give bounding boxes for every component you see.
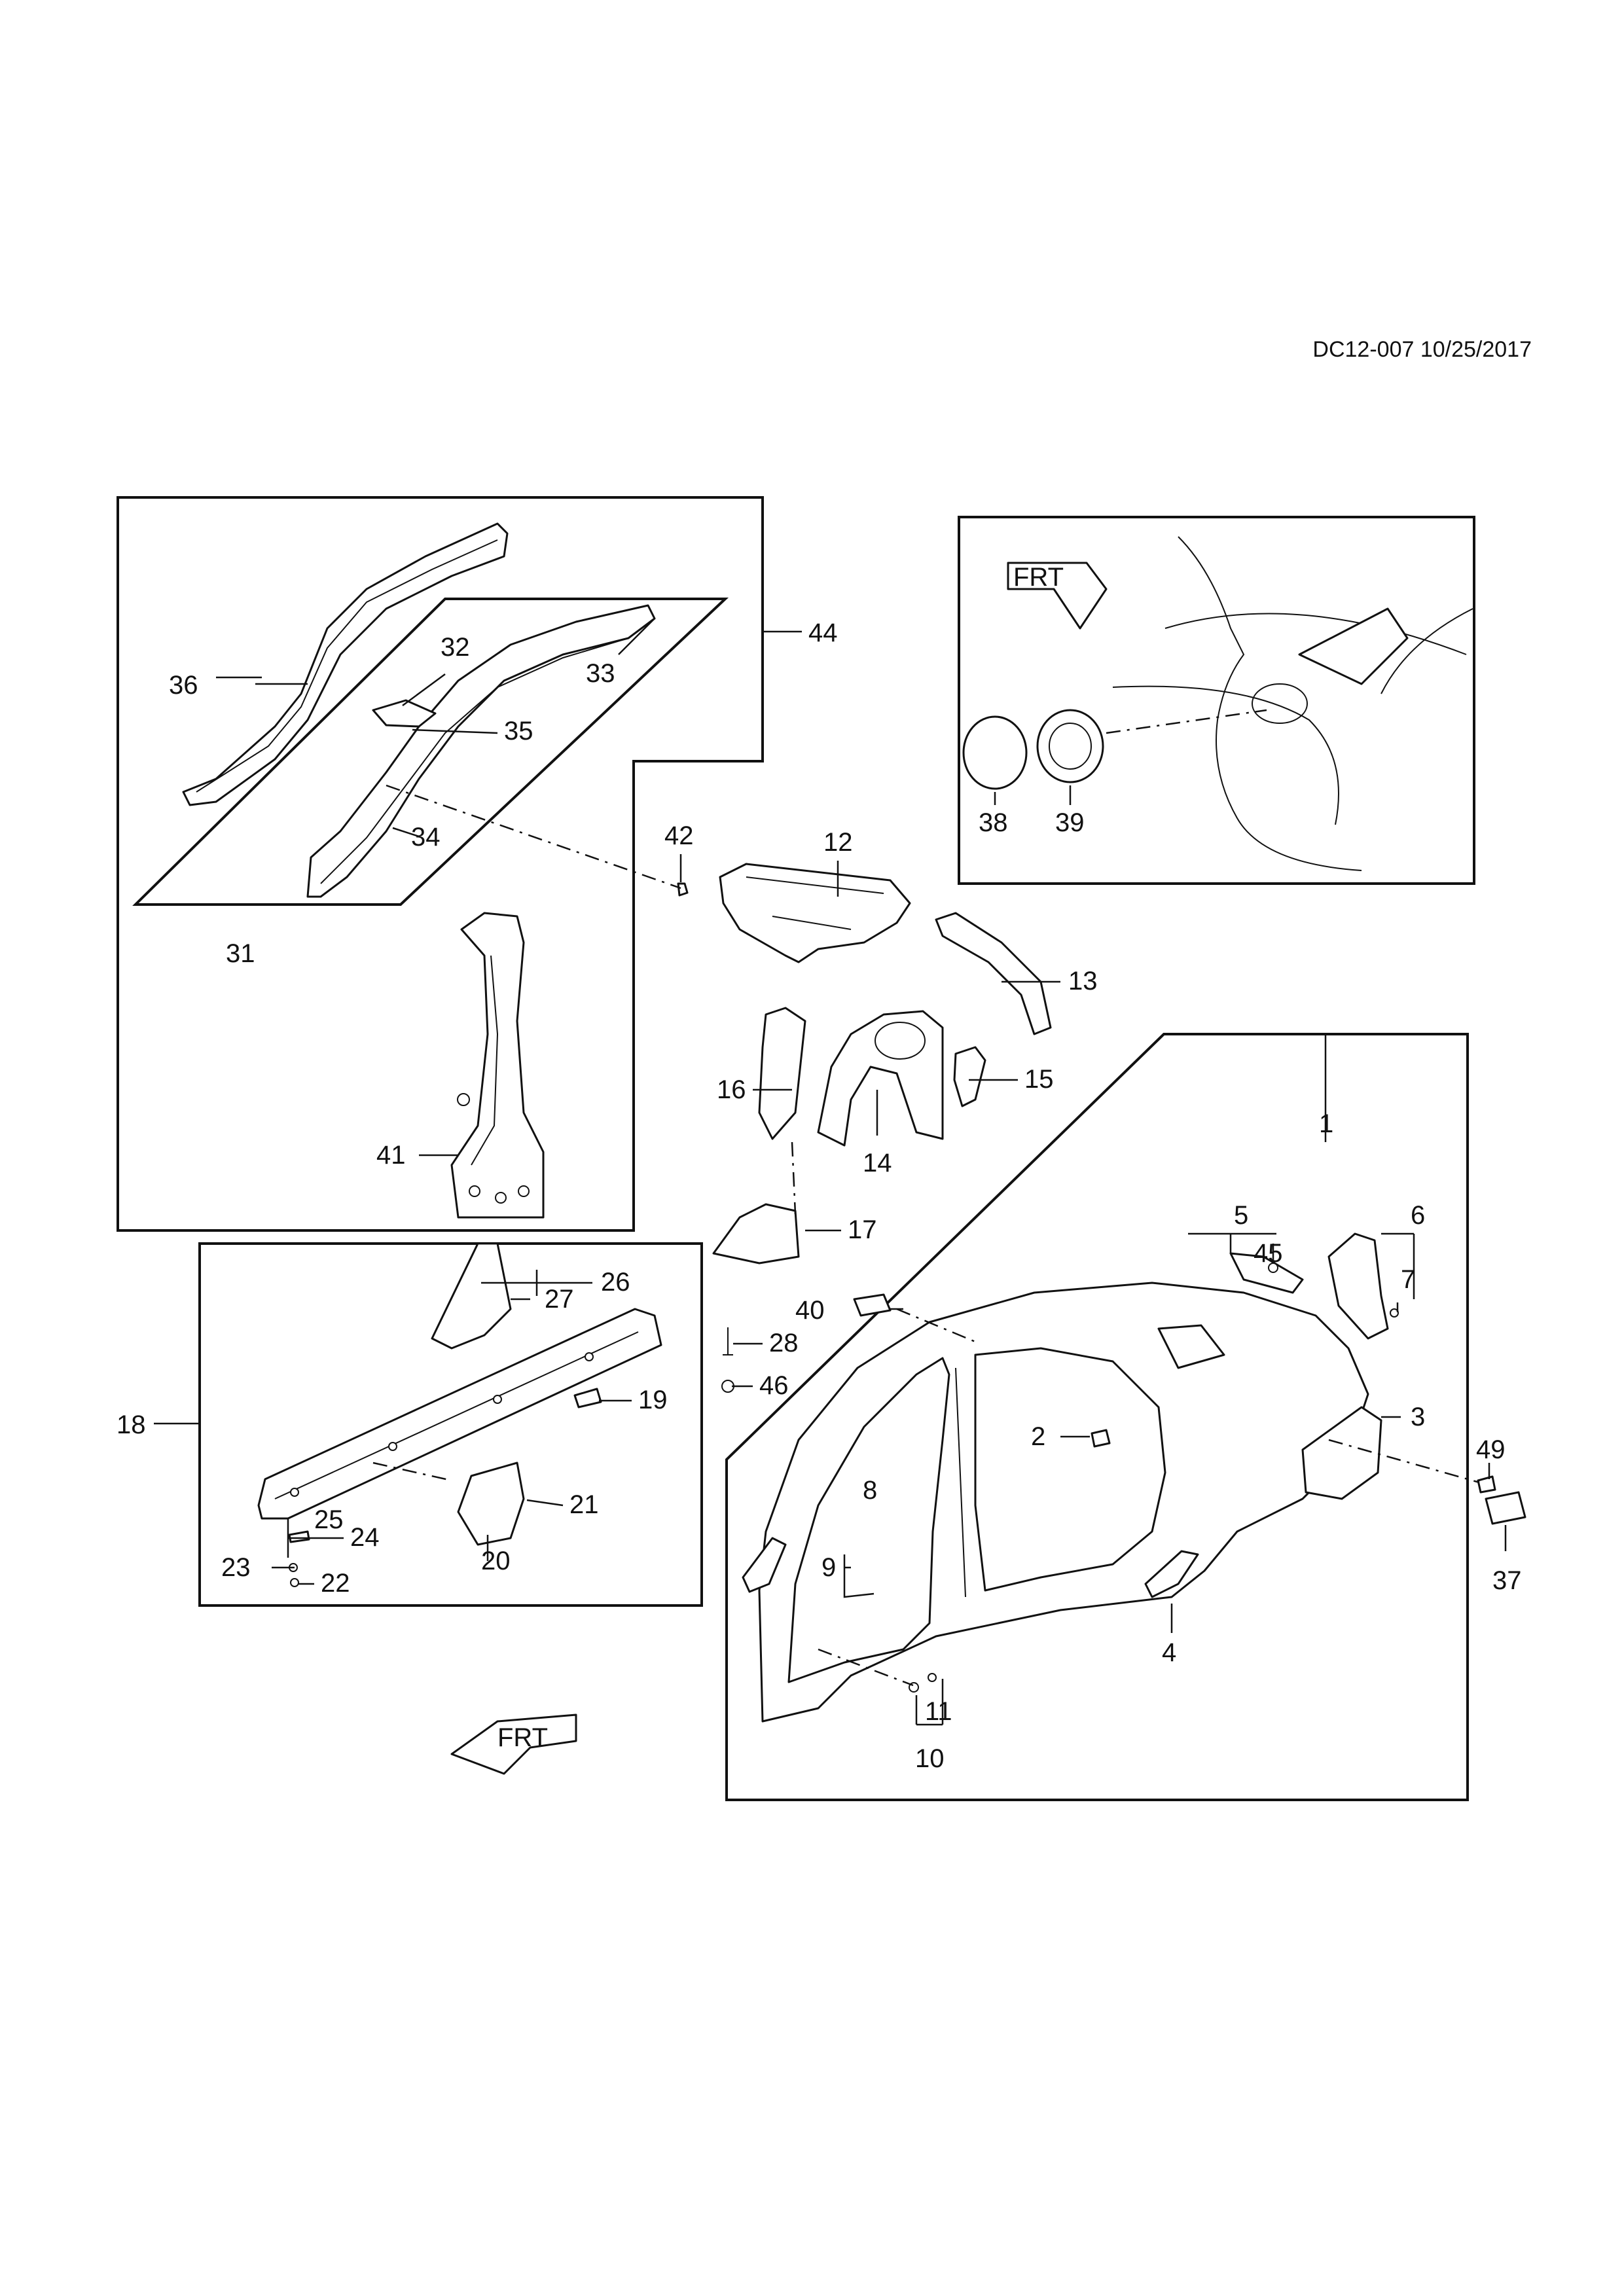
part-11-clip	[928, 1673, 937, 1682]
svg-text:FRT: FRT	[1013, 563, 1064, 592]
part-6-panel	[1327, 1232, 1389, 1340]
callout-31: 31	[226, 939, 255, 968]
callout-10: 10	[915, 1744, 945, 1773]
callout-1: 1	[1319, 1109, 1333, 1138]
inset-fuel-door-opening	[1252, 683, 1308, 724]
callout-15: 15	[1024, 1065, 1054, 1094]
part-36-roof-rail	[182, 522, 509, 806]
part-15-bracket	[953, 1046, 986, 1107]
part-28-stud	[723, 1327, 733, 1355]
part-19-bracket	[573, 1388, 602, 1408]
callout-45: 45	[1254, 1239, 1283, 1268]
callout-49: 49	[1476, 1435, 1506, 1464]
part-2-clip	[1091, 1429, 1111, 1448]
callout-38: 38	[979, 808, 1008, 837]
part-22-nut	[290, 1578, 299, 1587]
svg-text:FRT: FRT	[497, 1723, 548, 1752]
callout-41: 41	[376, 1141, 406, 1170]
part-40-clip	[853, 1293, 892, 1317]
part-24-plate	[288, 1530, 310, 1543]
callout-37: 37	[1492, 1566, 1522, 1595]
callout-26: 26	[601, 1268, 630, 1297]
callout-4: 4	[1162, 1638, 1176, 1667]
callout-8: 8	[863, 1476, 877, 1505]
callout-40: 40	[795, 1296, 825, 1325]
part-41-b-pillar	[450, 912, 545, 1219]
inset-quarter-glass	[1298, 607, 1409, 685]
callout-46: 46	[759, 1371, 789, 1400]
frame-rocker-group	[198, 1242, 703, 1607]
part-42-clip	[677, 882, 689, 897]
callout-19: 19	[638, 1386, 668, 1414]
callout-22: 22	[321, 1569, 350, 1598]
callout-42: 42	[664, 821, 694, 850]
callout-35: 35	[504, 717, 533, 745]
frame-inner-rail-group	[132, 598, 729, 906]
document-id: DC12-007 10/25/2017	[1312, 337, 1532, 362]
callout-32: 32	[441, 633, 470, 662]
part-14-wheelhouse-inner	[817, 1010, 944, 1147]
callout-7: 7	[1401, 1265, 1415, 1294]
callout-25: 25	[314, 1505, 344, 1534]
callout-39: 39	[1055, 808, 1085, 837]
callout-13: 13	[1068, 967, 1098, 996]
part-12-wheelhouse-upper	[719, 863, 911, 963]
inset-body-outline	[1112, 536, 1473, 871]
frame-fuel-door-inset	[958, 516, 1475, 885]
part-26-pillar-lower	[431, 1242, 512, 1350]
callout-5: 5	[1234, 1201, 1248, 1230]
part-17-bracket	[712, 1203, 800, 1265]
callout-23: 23	[221, 1553, 251, 1582]
part-13-strip	[935, 912, 1052, 1035]
part-38-fuel-door	[962, 715, 1028, 790]
frame-body-side-group	[725, 1033, 1469, 1801]
part-3-tail-panel	[1301, 1406, 1382, 1500]
callout-18: 18	[117, 1410, 146, 1439]
callout-33: 33	[586, 659, 615, 688]
callout-2: 2	[1031, 1422, 1045, 1451]
callout-28: 28	[769, 1329, 799, 1357]
callout-3: 3	[1411, 1403, 1425, 1431]
callout-34: 34	[411, 823, 441, 852]
callout-36: 36	[169, 671, 198, 700]
part-49-clip	[1477, 1475, 1496, 1494]
callout-16: 16	[717, 1075, 746, 1104]
callout-44: 44	[808, 619, 838, 647]
part-7-screw	[1390, 1308, 1399, 1318]
callout-17: 17	[848, 1215, 877, 1244]
callout-6: 6	[1411, 1201, 1425, 1230]
callout-27: 27	[545, 1285, 574, 1314]
part-8-reinforcement	[742, 1537, 787, 1593]
frt-arrow-icon: FRT	[450, 1713, 577, 1775]
part-32-bracket	[372, 699, 437, 728]
part-37-plug	[1485, 1491, 1526, 1525]
callout-11: 11	[925, 1697, 952, 1726]
callout-12: 12	[823, 828, 853, 857]
callout-20: 20	[481, 1547, 511, 1575]
callout-9: 9	[821, 1553, 836, 1582]
frame-upper-left-group	[117, 496, 764, 1232]
part-16-pillar-inner	[758, 1007, 806, 1140]
callout-24: 24	[350, 1523, 380, 1552]
part-41-grommet	[457, 1093, 470, 1106]
callout-21: 21	[569, 1490, 599, 1519]
part-4-bracket	[1144, 1550, 1199, 1598]
part-20-bracket	[457, 1462, 525, 1546]
part-31-inner-rail	[306, 604, 656, 898]
part-5-bracket	[1229, 1252, 1304, 1294]
frt-arrow-icon: FRT	[1007, 562, 1108, 630]
callout-14: 14	[863, 1149, 892, 1177]
